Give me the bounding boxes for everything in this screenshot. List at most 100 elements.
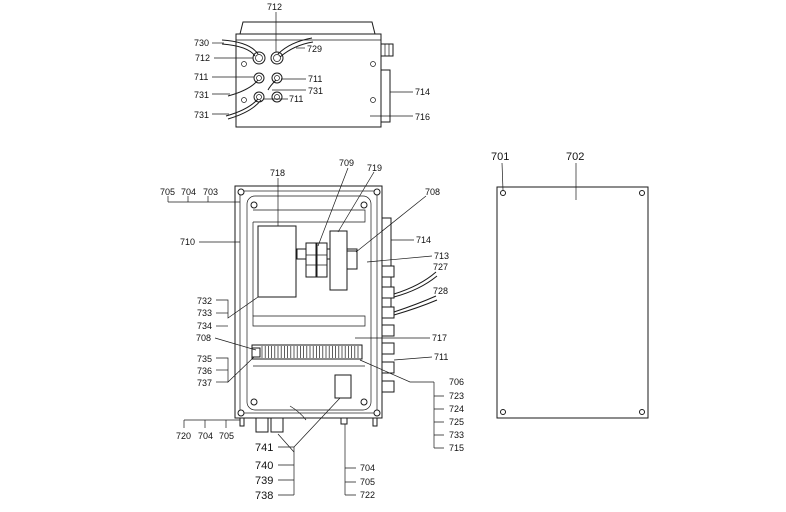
label-706: 706 xyxy=(449,377,464,387)
top-lid-edge xyxy=(239,21,376,35)
leader xyxy=(366,255,433,263)
leader xyxy=(214,337,257,351)
top-cable-731c2 xyxy=(227,99,262,120)
label-725: 725 xyxy=(449,417,464,427)
label-720: 720 xyxy=(176,431,191,441)
leader-bracket xyxy=(278,447,295,496)
right-glands xyxy=(381,265,395,393)
top-cable-hole-inner xyxy=(256,75,262,81)
label-739: 739 xyxy=(255,475,273,487)
module-719 xyxy=(329,230,348,291)
label-731: 731 xyxy=(194,110,209,120)
top-mount-hole xyxy=(370,97,376,103)
cover-screw xyxy=(639,190,645,196)
top-cable-hole xyxy=(253,91,265,103)
corner-screw xyxy=(373,188,381,196)
label-734: 734 xyxy=(197,321,212,331)
device-718 xyxy=(257,225,297,298)
terminal-blocks xyxy=(261,346,359,358)
top-cable-730 xyxy=(221,39,259,55)
inner-screw xyxy=(360,398,368,406)
top-cable-hole-inner xyxy=(274,94,280,100)
label-708: 708 xyxy=(196,333,211,343)
label-711: 711 xyxy=(308,74,322,84)
front-gasket xyxy=(246,195,372,411)
foot xyxy=(372,417,378,427)
cable-727b xyxy=(393,275,438,298)
foot xyxy=(239,417,245,427)
top-cable-hole-inner xyxy=(274,75,280,81)
label-730: 730 xyxy=(194,38,209,48)
label-715: 715 xyxy=(449,443,464,453)
label-731: 731 xyxy=(194,90,209,100)
label-710: 710 xyxy=(180,237,195,247)
label-714: 714 xyxy=(416,235,431,245)
leader xyxy=(501,162,504,191)
label-705: 705 xyxy=(160,187,175,197)
label-723: 723 xyxy=(449,391,464,401)
label-704: 704 xyxy=(198,431,213,441)
label-737: 737 xyxy=(197,378,212,388)
top-cable-711b xyxy=(267,79,277,91)
label-711: 711 xyxy=(194,72,208,82)
top-cable-hole xyxy=(271,91,283,103)
gland xyxy=(381,342,395,355)
label-740: 740 xyxy=(255,460,273,472)
top-cable-hole xyxy=(252,51,266,65)
leader xyxy=(359,359,434,383)
cable-728b xyxy=(393,299,438,316)
label-731: 731 xyxy=(308,86,323,96)
label-708: 708 xyxy=(425,187,440,197)
corner-screw xyxy=(373,409,381,417)
top-cable-hole-inner xyxy=(273,54,281,62)
label-712: 712 xyxy=(267,2,282,12)
gland xyxy=(381,324,395,337)
leader xyxy=(393,356,433,361)
label-704: 704 xyxy=(181,187,196,197)
gland-bottom xyxy=(270,417,284,433)
label-714: 714 xyxy=(415,87,430,97)
label-735: 735 xyxy=(197,354,212,364)
terminal-708 xyxy=(346,250,358,270)
top-mount-hole xyxy=(370,61,376,67)
label-733: 733 xyxy=(197,308,212,318)
label-702: 702 xyxy=(566,151,584,163)
label-733: 733 xyxy=(449,430,464,440)
label-705: 705 xyxy=(360,477,375,487)
top-mount-hole xyxy=(241,61,247,67)
label-722: 722 xyxy=(360,490,375,500)
cover-view: 701 702 xyxy=(491,151,649,419)
leader xyxy=(216,296,259,319)
bottom-cable xyxy=(289,405,307,421)
breaker-709b xyxy=(316,242,328,278)
top-cable-hole xyxy=(270,51,284,65)
top-cable-731c xyxy=(225,98,259,117)
label-713: 713 xyxy=(434,251,449,261)
label-727: 727 xyxy=(433,262,448,272)
cable-728 xyxy=(393,295,437,313)
cable-727 xyxy=(393,271,437,295)
top-cable-730b xyxy=(221,43,256,57)
top-mount-hole xyxy=(241,97,247,103)
leader xyxy=(337,171,375,233)
top-cable-731a xyxy=(227,79,259,97)
label-705: 705 xyxy=(219,431,234,441)
gland xyxy=(381,306,395,319)
top-side-bracket xyxy=(380,69,391,123)
breaker-709a xyxy=(305,242,317,278)
label-711: 711 xyxy=(289,94,303,104)
label-703: 703 xyxy=(203,187,218,197)
leader xyxy=(277,433,295,453)
mounting-plate-mid xyxy=(252,315,366,327)
top-cable-hole xyxy=(271,72,283,84)
inner-screw xyxy=(250,398,258,406)
leader-bracket xyxy=(433,382,444,449)
bottom-screw xyxy=(340,417,348,425)
label-719: 719 xyxy=(367,163,382,173)
top-cable-729 xyxy=(277,37,313,55)
gland xyxy=(381,380,395,393)
inner-screw xyxy=(360,201,368,209)
label-741: 741 xyxy=(255,442,273,454)
label-732: 732 xyxy=(197,296,212,306)
